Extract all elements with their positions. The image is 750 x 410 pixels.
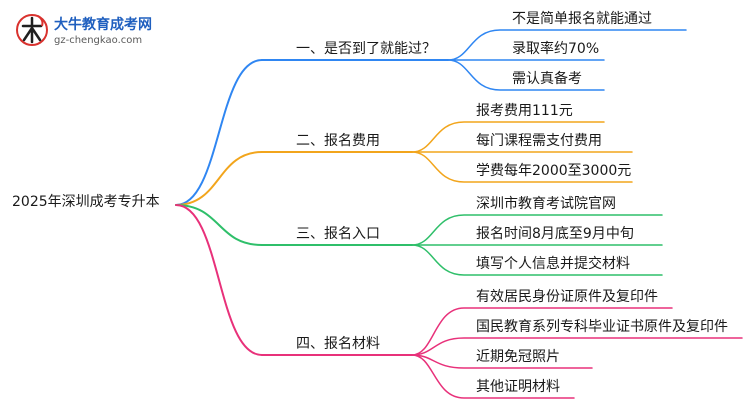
branch-4-leaf-4-connector (411, 354, 575, 399)
branch-4-leaf-4[interactable]: 其他证明材料 (476, 379, 560, 395)
branch-4-leaf-1-connector (411, 307, 673, 356)
branch-1-leaf-3-connector (447, 59, 605, 91)
root-node[interactable]: 2025年深圳成考专升本 (12, 194, 160, 210)
branch-4-leaf-3-connector (411, 354, 593, 369)
branch-1-leaf-1-connector (447, 29, 687, 61)
branch-2-connector (175, 151, 263, 206)
branch-4-leaf-2[interactable]: 国民教育系列专科毕业证书原件及复印件 (476, 319, 728, 335)
branch-2-leaf-3-connector (411, 151, 633, 183)
site-logo[interactable]: 大牛教育成考网 gz-chengkao.com (14, 10, 224, 54)
logo-title: 大牛教育成考网 (54, 17, 152, 33)
branch-1-leaf-1[interactable]: 不是简单报名就能通过 (512, 11, 652, 27)
branch-2-leaf-1-connector (411, 121, 605, 153)
branch-3-leaf-3-connector (411, 244, 663, 276)
branch-1-leaf-2[interactable]: 录取率约70% (512, 41, 600, 57)
branch-4-connector (175, 204, 263, 356)
branch-3-leaf-2[interactable]: 报名时间8月底至9月中旬 (476, 226, 634, 242)
branch-3-leaf-3[interactable]: 填写个人信息并提交材料 (476, 256, 630, 272)
branch-3-connector (175, 204, 263, 246)
branch-4-leaf-1[interactable]: 有效居民身份证原件及复印件 (476, 289, 658, 305)
branch-3-label[interactable]: 三、报名入口 (296, 226, 380, 242)
branch-1-label[interactable]: 一、是否到了就能过？ (296, 41, 436, 57)
branch-4-leaf-3[interactable]: 近期免冠照片 (476, 349, 560, 365)
branch-4-leaf-2-connector (411, 337, 743, 356)
logo-url: gz-chengkao.com (54, 35, 143, 46)
logo-mark-icon (16, 14, 48, 46)
branch-1-leaf-3[interactable]: 需认真备考 (512, 71, 582, 87)
branch-4-label[interactable]: 四、报名材料 (296, 336, 380, 352)
branch-2-leaf-1[interactable]: 报考费用111元 (476, 103, 573, 119)
branch-1-connector (175, 59, 263, 206)
branch-2-leaf-2[interactable]: 每门课程需支付费用 (476, 133, 602, 149)
branch-3-leaf-1[interactable]: 深圳市教育考试院官网 (476, 196, 616, 212)
branch-3-leaf-1-connector (411, 214, 663, 246)
branch-2-label[interactable]: 二、报名费用 (296, 133, 380, 149)
branch-2-leaf-3[interactable]: 学费每年2000至3000元 (476, 163, 632, 179)
